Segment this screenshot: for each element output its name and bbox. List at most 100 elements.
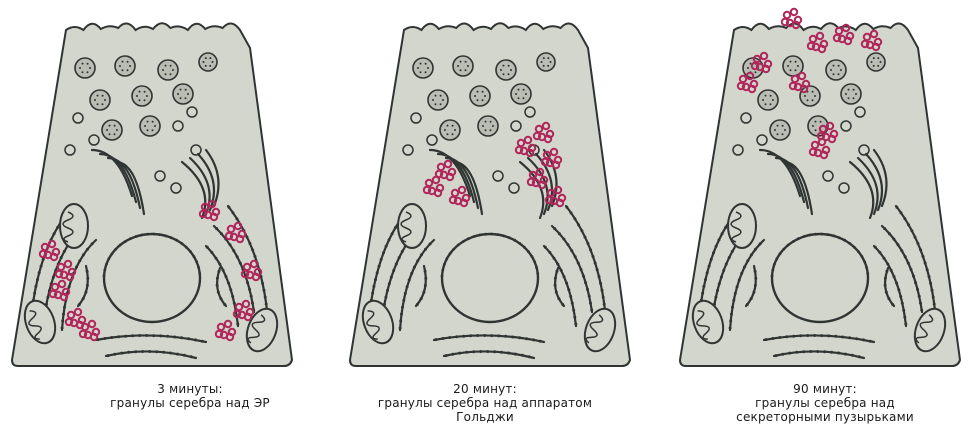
secretory-granule [158, 60, 178, 80]
ribosome [883, 257, 886, 260]
ribosome [895, 282, 898, 285]
secretory-granule [496, 60, 516, 80]
granule-stipple [873, 65, 875, 67]
ribosome [500, 351, 503, 354]
granule-stipple [460, 61, 462, 63]
ribosome [885, 270, 888, 273]
secretory-granule [867, 53, 885, 71]
ribosome [732, 299, 735, 302]
ribosome [731, 306, 734, 309]
ribosome [164, 234, 167, 237]
ribosome [532, 338, 535, 341]
ribosome [380, 258, 383, 261]
granule-stipple [102, 95, 104, 97]
mitochondrion [398, 204, 426, 248]
ribosome [567, 288, 570, 291]
ribosome [899, 295, 902, 298]
granule-stipple [114, 125, 116, 127]
ribosome [445, 354, 448, 357]
ribosome [857, 250, 860, 253]
secretory-granule [75, 58, 95, 78]
ribosome [834, 335, 837, 338]
ribosome [569, 295, 572, 298]
ribosome [162, 351, 165, 354]
ribosome [754, 284, 757, 287]
ribosome [169, 352, 172, 355]
ribosome [449, 252, 452, 255]
granule-stipple [420, 71, 422, 73]
granule-stipple [833, 65, 835, 67]
ribosome [712, 251, 715, 254]
ribosome [61, 327, 64, 330]
ribosome [229, 243, 232, 246]
granule-stipple [417, 67, 419, 69]
granule-stipple [541, 61, 543, 63]
ribosome [900, 211, 903, 214]
transport-vesicle [191, 145, 201, 155]
granule-stipple [490, 129, 492, 131]
ribosome [771, 337, 774, 340]
granule-stipple [777, 125, 779, 127]
ribosome [754, 270, 757, 273]
ribosome [194, 338, 197, 341]
ribosome [820, 334, 823, 337]
ribosome [248, 242, 251, 245]
mitochondrion [60, 204, 88, 248]
ribosome [173, 336, 176, 339]
granule-stipple [508, 65, 510, 67]
granule-stipple [840, 69, 842, 71]
transport-vesicle [427, 135, 437, 145]
ribosome [462, 335, 465, 338]
ribosome [416, 259, 419, 262]
caption-90-minutes: 90 минут: гранулы серебра над секреторны… [690, 382, 960, 424]
ribosome [248, 288, 251, 291]
ribosome [473, 235, 476, 238]
granule-stipple [129, 65, 131, 67]
ribosome [239, 262, 242, 265]
caption-line: 90 минут: [690, 382, 960, 396]
ribosome [227, 282, 230, 285]
ribosome [580, 268, 583, 271]
ribosome [127, 351, 130, 354]
ribosome [63, 306, 66, 309]
ribosome [63, 250, 66, 253]
ribosome [725, 263, 728, 266]
ribosome [577, 223, 580, 226]
ribosome [38, 271, 41, 274]
ribosome [535, 266, 538, 269]
ribosome [107, 354, 110, 357]
ribosome [429, 242, 432, 245]
ribosome [746, 303, 749, 306]
ribosome [187, 337, 190, 340]
granule-stipple [432, 99, 434, 101]
ribosome [883, 227, 886, 230]
ribosome [232, 211, 235, 214]
mitochondrion [728, 204, 756, 248]
ribosome [441, 337, 444, 340]
ribosome [592, 255, 595, 258]
granule-stipple [812, 99, 814, 101]
granule-stipple [812, 91, 814, 93]
ribosome [729, 320, 732, 323]
transport-vesicle [155, 171, 165, 181]
ribosome [472, 350, 475, 353]
granule-stipple [804, 95, 806, 97]
ribosome [86, 284, 89, 287]
ribosome [180, 336, 183, 339]
ribosome [195, 261, 198, 264]
ribosome [556, 263, 559, 266]
transport-vesicle [493, 171, 503, 181]
ribosome [443, 263, 446, 266]
ribosome [107, 257, 110, 260]
ribosome [424, 248, 427, 251]
ribosome [424, 284, 427, 287]
ribosome [399, 327, 402, 330]
granule-stipple [492, 125, 494, 127]
ribosome [114, 248, 117, 251]
ribosome [838, 236, 841, 239]
ribosome [180, 242, 183, 245]
ribosome [507, 352, 510, 355]
granule-stipple [848, 97, 850, 99]
ribosome [584, 236, 587, 239]
granule-stipple [447, 133, 449, 135]
